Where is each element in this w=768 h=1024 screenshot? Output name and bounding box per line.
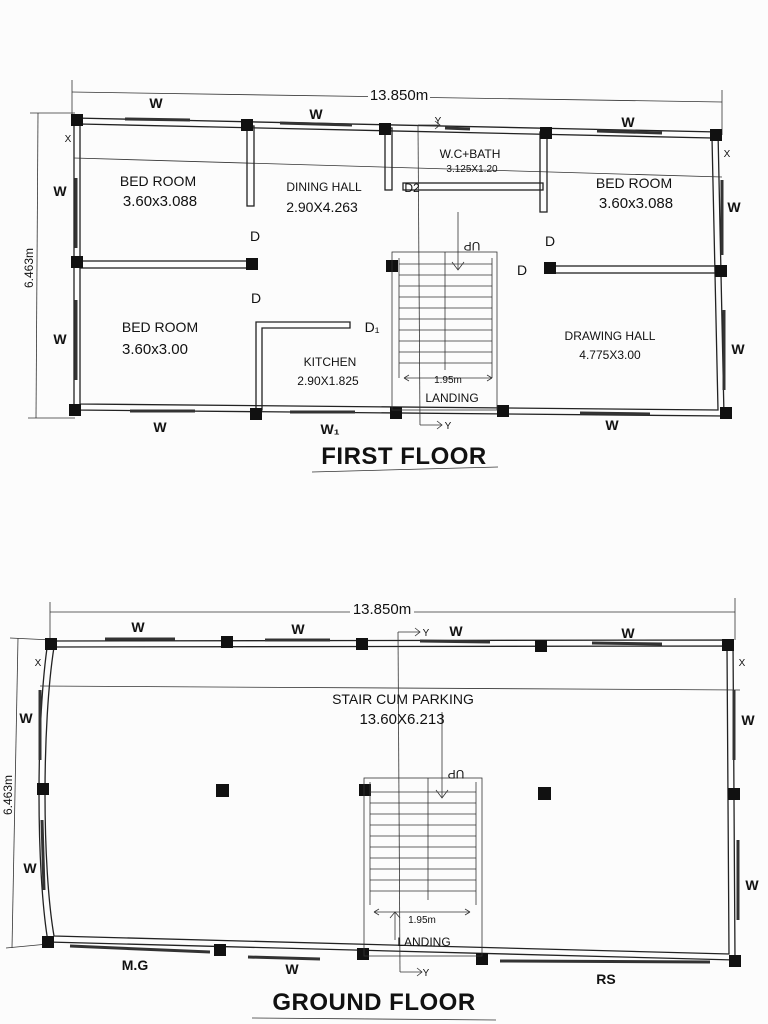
gf-section-y-top: Y [423, 628, 430, 639]
ff-section-x-left: X [65, 134, 72, 145]
gf-landing-width: 1.95m [408, 915, 436, 926]
ff-window-label: W [53, 331, 67, 347]
ff-section-y-top: Y [435, 116, 442, 127]
ff-bedroom-3-name: BED ROOM [122, 319, 198, 335]
ff-drawing-size: 4.775X3.00 [579, 348, 641, 362]
ff-room-labels: BED ROOM 3.60x3.088 DINING HALL 2.90X4.2… [120, 147, 673, 388]
gf-window-label: W [741, 712, 755, 728]
gf-section-y-bottom: Y [423, 968, 430, 979]
ff-up-label: UP [464, 239, 481, 253]
ff-door-label: D [251, 290, 261, 306]
gf-width-label: 13.850m [353, 601, 411, 618]
ff-windows [74, 117, 726, 416]
gf-depth-label: 6.463m [1, 775, 15, 815]
ff-bedroom-1-name: BED ROOM [120, 173, 196, 189]
ff-landing-label: LANDING [425, 391, 478, 405]
ff-width-label: 13.850m [370, 87, 428, 104]
gf-window-labels: W W W W W W W W W [19, 619, 759, 977]
ff-door-d1-label: D₁ [365, 319, 380, 335]
gf-landing-label: LANDING [397, 935, 450, 949]
gf-title: GROUND FLOOR [272, 989, 475, 1016]
ff-depth-dimension: 6.463m [22, 112, 75, 419]
ff-door-d2-label: D2 [404, 181, 420, 195]
ff-door-label: D [250, 228, 260, 244]
ff-dining-size: 2.90X4.263 [286, 199, 358, 215]
ff-section-x-right: X [724, 149, 731, 160]
gf-rolling-shutter-label: RS [596, 971, 615, 987]
ff-title: FIRST FLOOR [321, 443, 486, 470]
gf-room-size: 13.60X6.213 [359, 711, 444, 728]
ff-window-labels: W W W W W W W W W W₁ [53, 95, 745, 437]
ff-bedroom-2-size: 3.60x3.088 [599, 195, 673, 212]
ff-depth-label: 6.463m [22, 248, 36, 288]
gf-main-gate-label: M.G [122, 957, 149, 973]
gf-room-name: STAIR CUM PARKING [332, 691, 474, 707]
ff-wc-size: 3.125X1.20 [446, 164, 498, 175]
ff-bedroom-3-size: 3.60x3.00 [122, 341, 188, 358]
gf-window-label: W [449, 623, 463, 639]
ff-width-dimension: 13.850m [71, 80, 723, 135]
ff-kitchen-size: 2.90X1.825 [297, 374, 359, 388]
gf-window-label: W [23, 860, 37, 876]
ff-window-label: W [621, 114, 635, 130]
gf-staircase [363, 627, 483, 977]
gf-section-x-left: X [35, 658, 42, 669]
ff-landing-width: 1.95m [434, 375, 462, 386]
ff-wc-name: W.C+BATH [440, 147, 501, 161]
ff-window-label: W [727, 199, 741, 215]
ff-columns [69, 114, 732, 420]
gf-depth-dimension: 6.463m [1, 637, 53, 949]
ff-bedroom-1-size: 3.60x3.088 [123, 193, 197, 210]
ff-window-label: W [731, 341, 745, 357]
gf-section-line [39, 685, 741, 691]
gf-windows [38, 637, 740, 964]
ff-section-y-bottom: Y [445, 421, 452, 432]
gf-window-label: W [621, 625, 635, 641]
ff-section-line [73, 157, 723, 178]
ff-window-w1-label: W₁ [320, 421, 339, 437]
ground-floor-plan: 13.850m 6.463m [1, 598, 759, 1021]
gf-window-label: W [131, 619, 145, 635]
gf-title-underline [251, 1017, 497, 1021]
ff-door-label: D [545, 233, 555, 249]
ff-title-underline [311, 466, 499, 473]
first-floor-plan: 13.850m 6.463m [22, 80, 745, 473]
gf-window-label: W [745, 877, 759, 893]
ff-window-label: W [53, 183, 67, 199]
gf-up-label: UP [448, 767, 465, 781]
gf-width-dimension: 13.850m [49, 598, 736, 640]
ff-window-label: W [605, 417, 619, 433]
ff-kitchen-name: KITCHEN [304, 355, 357, 369]
ff-door-label: D [517, 262, 527, 278]
ff-staircase [391, 120, 498, 430]
gf-window-label: W [285, 961, 299, 977]
ff-door-labels: D D D D D₁ D2 [250, 181, 555, 335]
ff-window-label: W [309, 106, 323, 122]
gf-window-label: W [19, 710, 33, 726]
ff-bedroom-2-name: BED ROOM [596, 175, 672, 191]
gf-section-x-right: X [739, 658, 746, 669]
ff-drawing-name: DRAWING HALL [565, 329, 656, 343]
ff-window-label: W [153, 419, 167, 435]
ff-window-label: W [149, 95, 163, 111]
gf-window-label: W [291, 621, 305, 637]
ff-dining-name: DINING HALL [286, 180, 362, 194]
gf-columns [37, 636, 741, 967]
